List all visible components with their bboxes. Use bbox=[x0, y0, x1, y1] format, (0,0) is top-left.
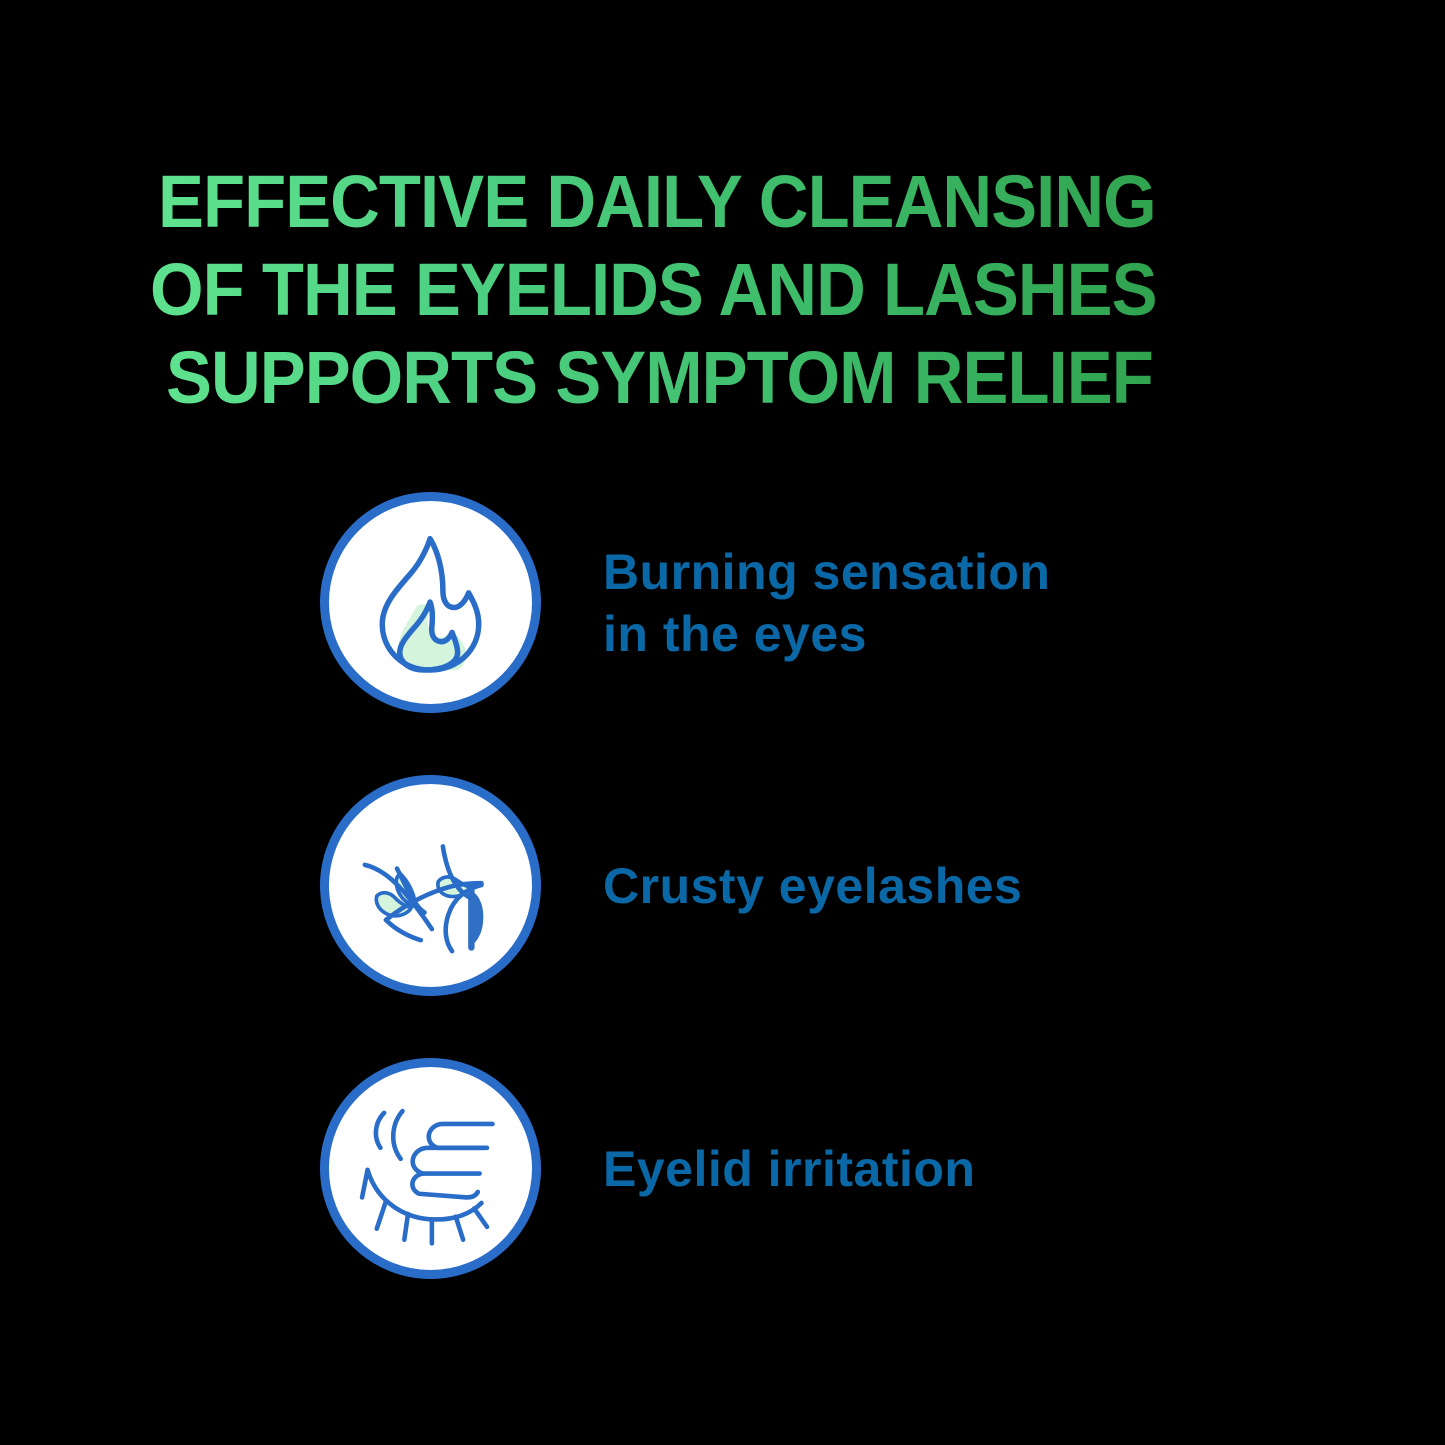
crusty-eyelashes-icon bbox=[362, 844, 484, 954]
symptom-row-crusty: Crusty eyelashes bbox=[0, 775, 1445, 996]
symptom-label-burning: Burning sensation in the eyes bbox=[603, 492, 1363, 713]
symptom-label-line-1: Burning sensation bbox=[603, 543, 1051, 600]
page-title: EFFECTIVE DAILY CLEANSING OF THE EYELIDS… bbox=[150, 158, 1310, 422]
eyelid-rubbing-icon bbox=[359, 1108, 495, 1246]
eyelid-rubbing-icon-badge bbox=[320, 1058, 541, 1279]
symptom-label-line-1: Crusty eyelashes bbox=[603, 857, 1023, 914]
flame-icon-badge bbox=[320, 492, 541, 713]
headline-line-3: SUPPORTS SYMPTOM RELIEF bbox=[166, 334, 1230, 422]
symptom-label-line-1: Eyelid irritation bbox=[603, 1140, 976, 1197]
symptom-label-line-2: in the eyes bbox=[603, 605, 867, 662]
headline-line-1: EFFECTIVE DAILY CLEANSING bbox=[158, 158, 1229, 246]
symptom-label-crusty: Crusty eyelashes bbox=[603, 775, 1363, 996]
symptom-row-eyelid: Eyelid irritation bbox=[0, 1058, 1445, 1279]
crusty-eyelashes-icon-badge bbox=[320, 775, 541, 996]
symptom-list: Burning sensation in the eyes bbox=[0, 492, 1445, 1279]
symptom-row-burning: Burning sensation in the eyes bbox=[0, 492, 1445, 713]
flame-icon bbox=[379, 535, 482, 673]
symptom-label-eyelid: Eyelid irritation bbox=[603, 1058, 1363, 1279]
headline-line-2: OF THE EYELIDS AND LASHES bbox=[150, 246, 1229, 334]
